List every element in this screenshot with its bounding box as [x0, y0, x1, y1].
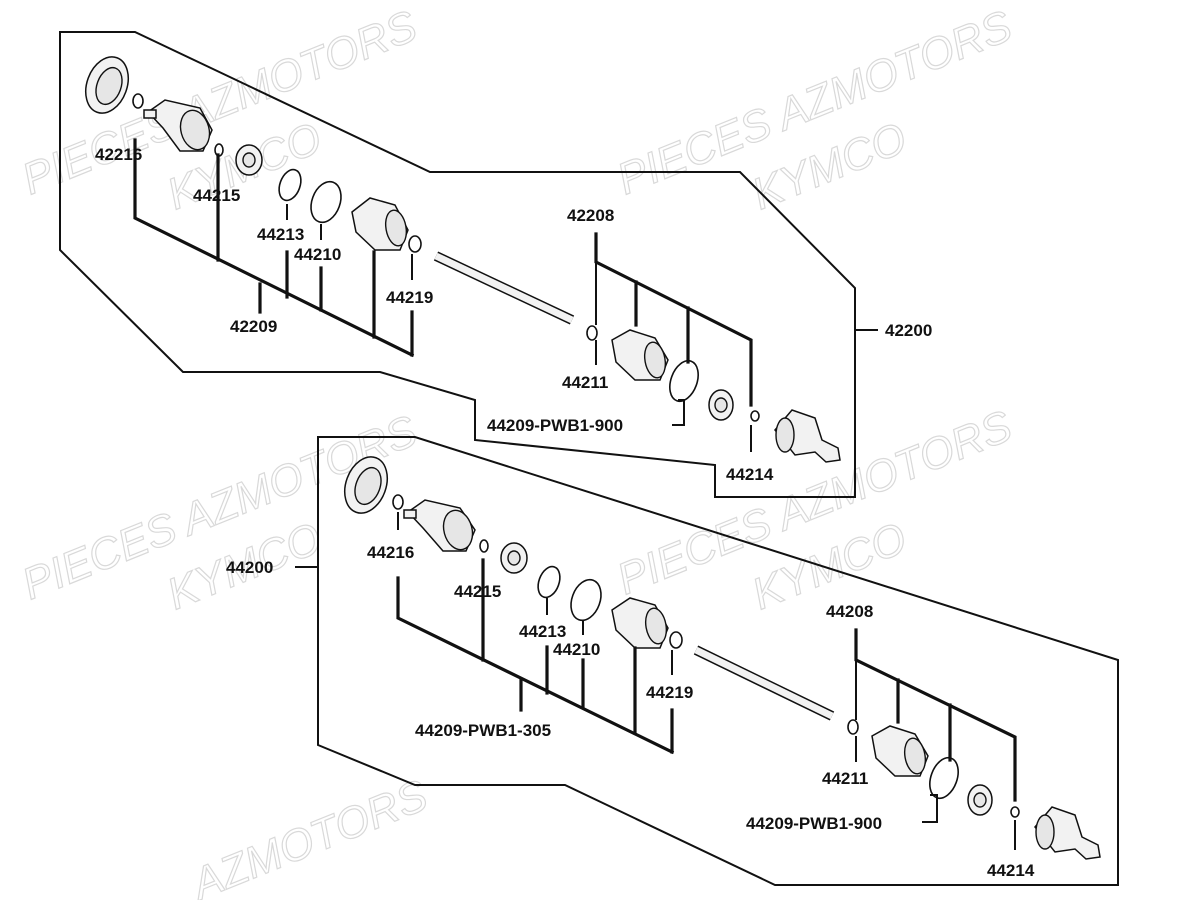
upper-assembly-outline	[59, 31, 856, 498]
upper-assembly: 42216 44215 44213 44210 44219 42209 4220…	[59, 31, 932, 498]
part-label-44209-pwb1-305: 44209-PWB1-305	[415, 721, 551, 740]
lower-parts	[343, 456, 1101, 860]
circlip-part	[392, 494, 404, 510]
inner-joint-housing-part	[1034, 806, 1101, 860]
part-label-44213: 44213	[519, 622, 566, 641]
part-label-44214: 44214	[987, 861, 1035, 880]
assembly-number-label: 42200	[885, 321, 932, 340]
part-label-44215: 44215	[454, 582, 501, 601]
inner-joint-housing-part	[774, 409, 841, 463]
outer-joint-housing-part	[403, 499, 476, 552]
lower-assembly: 44216 44215 44213 44210 44219 44209-PWB1…	[226, 436, 1119, 886]
part-label-44210: 44210	[553, 640, 600, 659]
upper-part-labels: 42216 44215 44213 44210 44219 42209 4220…	[95, 145, 932, 484]
circlip-part	[847, 719, 859, 735]
upper-callout-lines	[133, 138, 878, 452]
circlip-part	[750, 410, 760, 422]
part-label-42209: 42209	[230, 317, 277, 336]
clamp-band-part	[570, 578, 602, 622]
clamp-band-part	[669, 359, 699, 403]
part-label-44211: 44211	[822, 769, 868, 788]
part-label-42208: 42208	[567, 206, 614, 225]
circlip-part	[479, 539, 489, 553]
outer-joint-housing-part	[143, 99, 213, 152]
part-label-44213: 44213	[257, 225, 304, 244]
seal-ring-part	[84, 56, 130, 114]
part-label-44211: 44211	[562, 373, 608, 392]
boot-part	[611, 597, 669, 649]
part-label-44219: 44219	[646, 683, 693, 702]
bearing-cage-part	[235, 144, 263, 176]
lower-callout-lines	[295, 512, 1017, 850]
boot-part	[351, 197, 409, 251]
part-label-44215: 44215	[193, 186, 240, 205]
upper-parts	[84, 56, 841, 463]
circlip-part	[132, 93, 144, 109]
lower-part-labels: 44216 44215 44213 44210 44219 44209-PWB1…	[226, 543, 1035, 880]
clamp-band-part	[278, 168, 302, 202]
seal-ring-part	[343, 456, 389, 514]
boot-part	[611, 329, 669, 381]
watermark-text: AZMOTORS	[183, 771, 435, 900]
part-label-42216: 42216	[95, 145, 142, 164]
part-label-44216: 44216	[367, 543, 414, 562]
circlip-part	[586, 325, 598, 341]
clamp-band-part	[537, 565, 561, 599]
lower-assembly-outline	[317, 436, 1119, 886]
assembly-number-label: 44200	[226, 558, 273, 577]
boot-part	[871, 725, 929, 777]
drive-shaft-part	[693, 645, 835, 721]
part-label-44219: 44219	[386, 288, 433, 307]
part-label-44208: 44208	[826, 602, 873, 621]
bearing-cage-part	[967, 784, 993, 816]
circlip-part	[669, 631, 683, 649]
drive-shaft-part	[433, 251, 575, 325]
bearing-cage-part	[500, 542, 528, 574]
part-label-44210: 44210	[294, 245, 341, 264]
clamp-band-part	[310, 180, 342, 224]
circlip-part	[408, 235, 422, 253]
circlip-part	[1010, 806, 1020, 818]
part-label-44209-pwb1-900: 44209-PWB1-900	[487, 416, 623, 435]
part-label-44209-pwb1-900: 44209-PWB1-900	[746, 814, 882, 833]
part-label-44214: 44214	[726, 465, 774, 484]
watermark-layer: PIECES AZMOTORS KYMCO PIECES AZMOTORS KY…	[15, 1, 1019, 900]
bearing-cage-part	[708, 389, 734, 421]
